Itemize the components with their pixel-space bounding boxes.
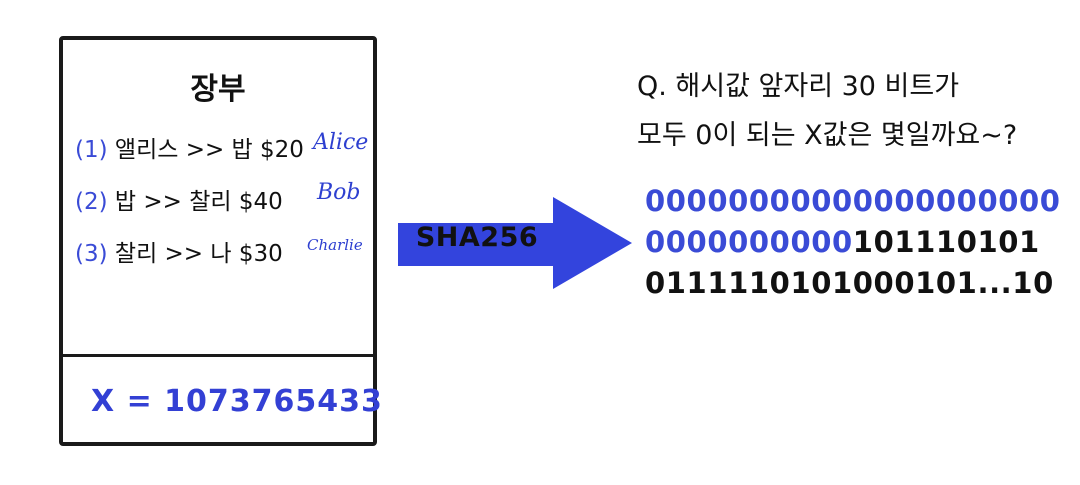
hash-remaining-bits: 101110101 [852,225,1040,259]
hash-zero-bits: 0000000000 [645,225,853,259]
ledger-entry-2: (2) 밥 >> 찰리 $40 [75,182,283,216]
ledger-title: 장부 [190,72,246,107]
question-line-2: 모두 0이 되는 X값은 몇일까요~? [637,120,1018,151]
entry-text: 밥 >> 찰리 $40 [107,189,283,215]
entry-number: (2) [75,189,108,215]
entry-number: (1) [75,137,108,163]
signature-bob: Bob [317,180,361,205]
hash-line-3: 0111110101000101...10 [645,266,1054,300]
signature-charlie: Charlie [307,236,363,254]
nonce-value: X = 1073765433 [91,384,383,419]
question-line-1: Q. 해시값 앞자리 30 비트가 [637,71,960,102]
hash-line-2: 0000000000101110101 [645,225,1040,259]
entry-text: 앨리스 >> 밥 $20 [107,137,304,163]
ledger-entry-1: (1) 앨리스 >> 밥 $20 [75,130,304,164]
sha256-arrow [398,197,632,289]
hash-line-1: 00000000000000000000 [645,184,1061,218]
ledger-divider [63,354,373,357]
entry-number: (3) [75,241,108,267]
signature-alice: Alice [313,130,369,155]
ledger-entry-3: (3) 찰리 >> 나 $30 [75,234,283,268]
ledger-box: 장부 (1) 앨리스 >> 밥 $20 Alice (2) 밥 >> 찰리 $4… [59,36,382,446]
entry-text: 찰리 >> 나 $30 [107,241,283,267]
arrow-label: SHA256 [415,222,539,253]
hash-zero-bits: 00000000000000000000 [645,184,1061,218]
